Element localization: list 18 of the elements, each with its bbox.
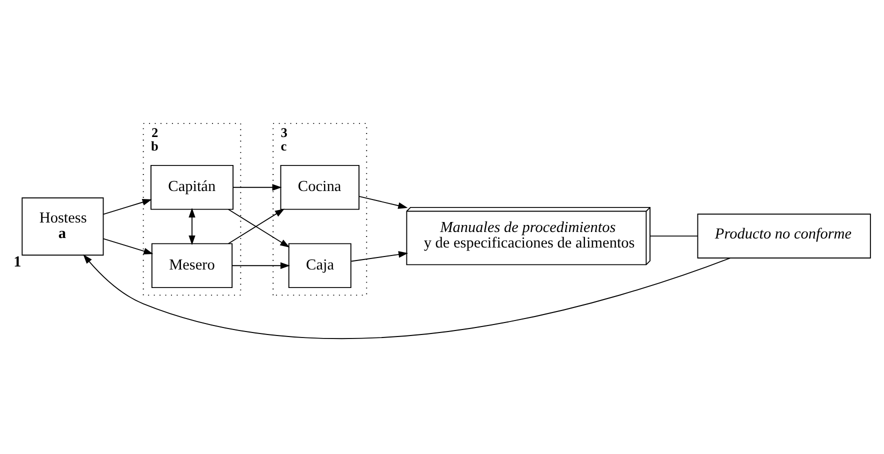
- arrow: [102, 238, 154, 254]
- arrow: [232, 262, 290, 268]
- node-box: Caja: [288, 242, 352, 288]
- node-label: 1: [14, 252, 22, 270]
- node-box: Mesero: [151, 242, 233, 288]
- node-box: Capitán: [150, 164, 234, 210]
- node-box: Producto no conforme: [697, 213, 871, 258]
- connector: [650, 235, 698, 236]
- arrow: [228, 208, 290, 247]
- node-box: Hostess a: [22, 196, 104, 256]
- arrow: [188, 207, 196, 245]
- arrow: [83, 254, 731, 338]
- node-box: Cocina: [280, 164, 360, 210]
- arrow: [102, 198, 152, 214]
- arrow: [358, 195, 408, 208]
- arrow: [232, 184, 282, 190]
- arrow: [350, 250, 408, 262]
- arrow: [228, 208, 285, 244]
